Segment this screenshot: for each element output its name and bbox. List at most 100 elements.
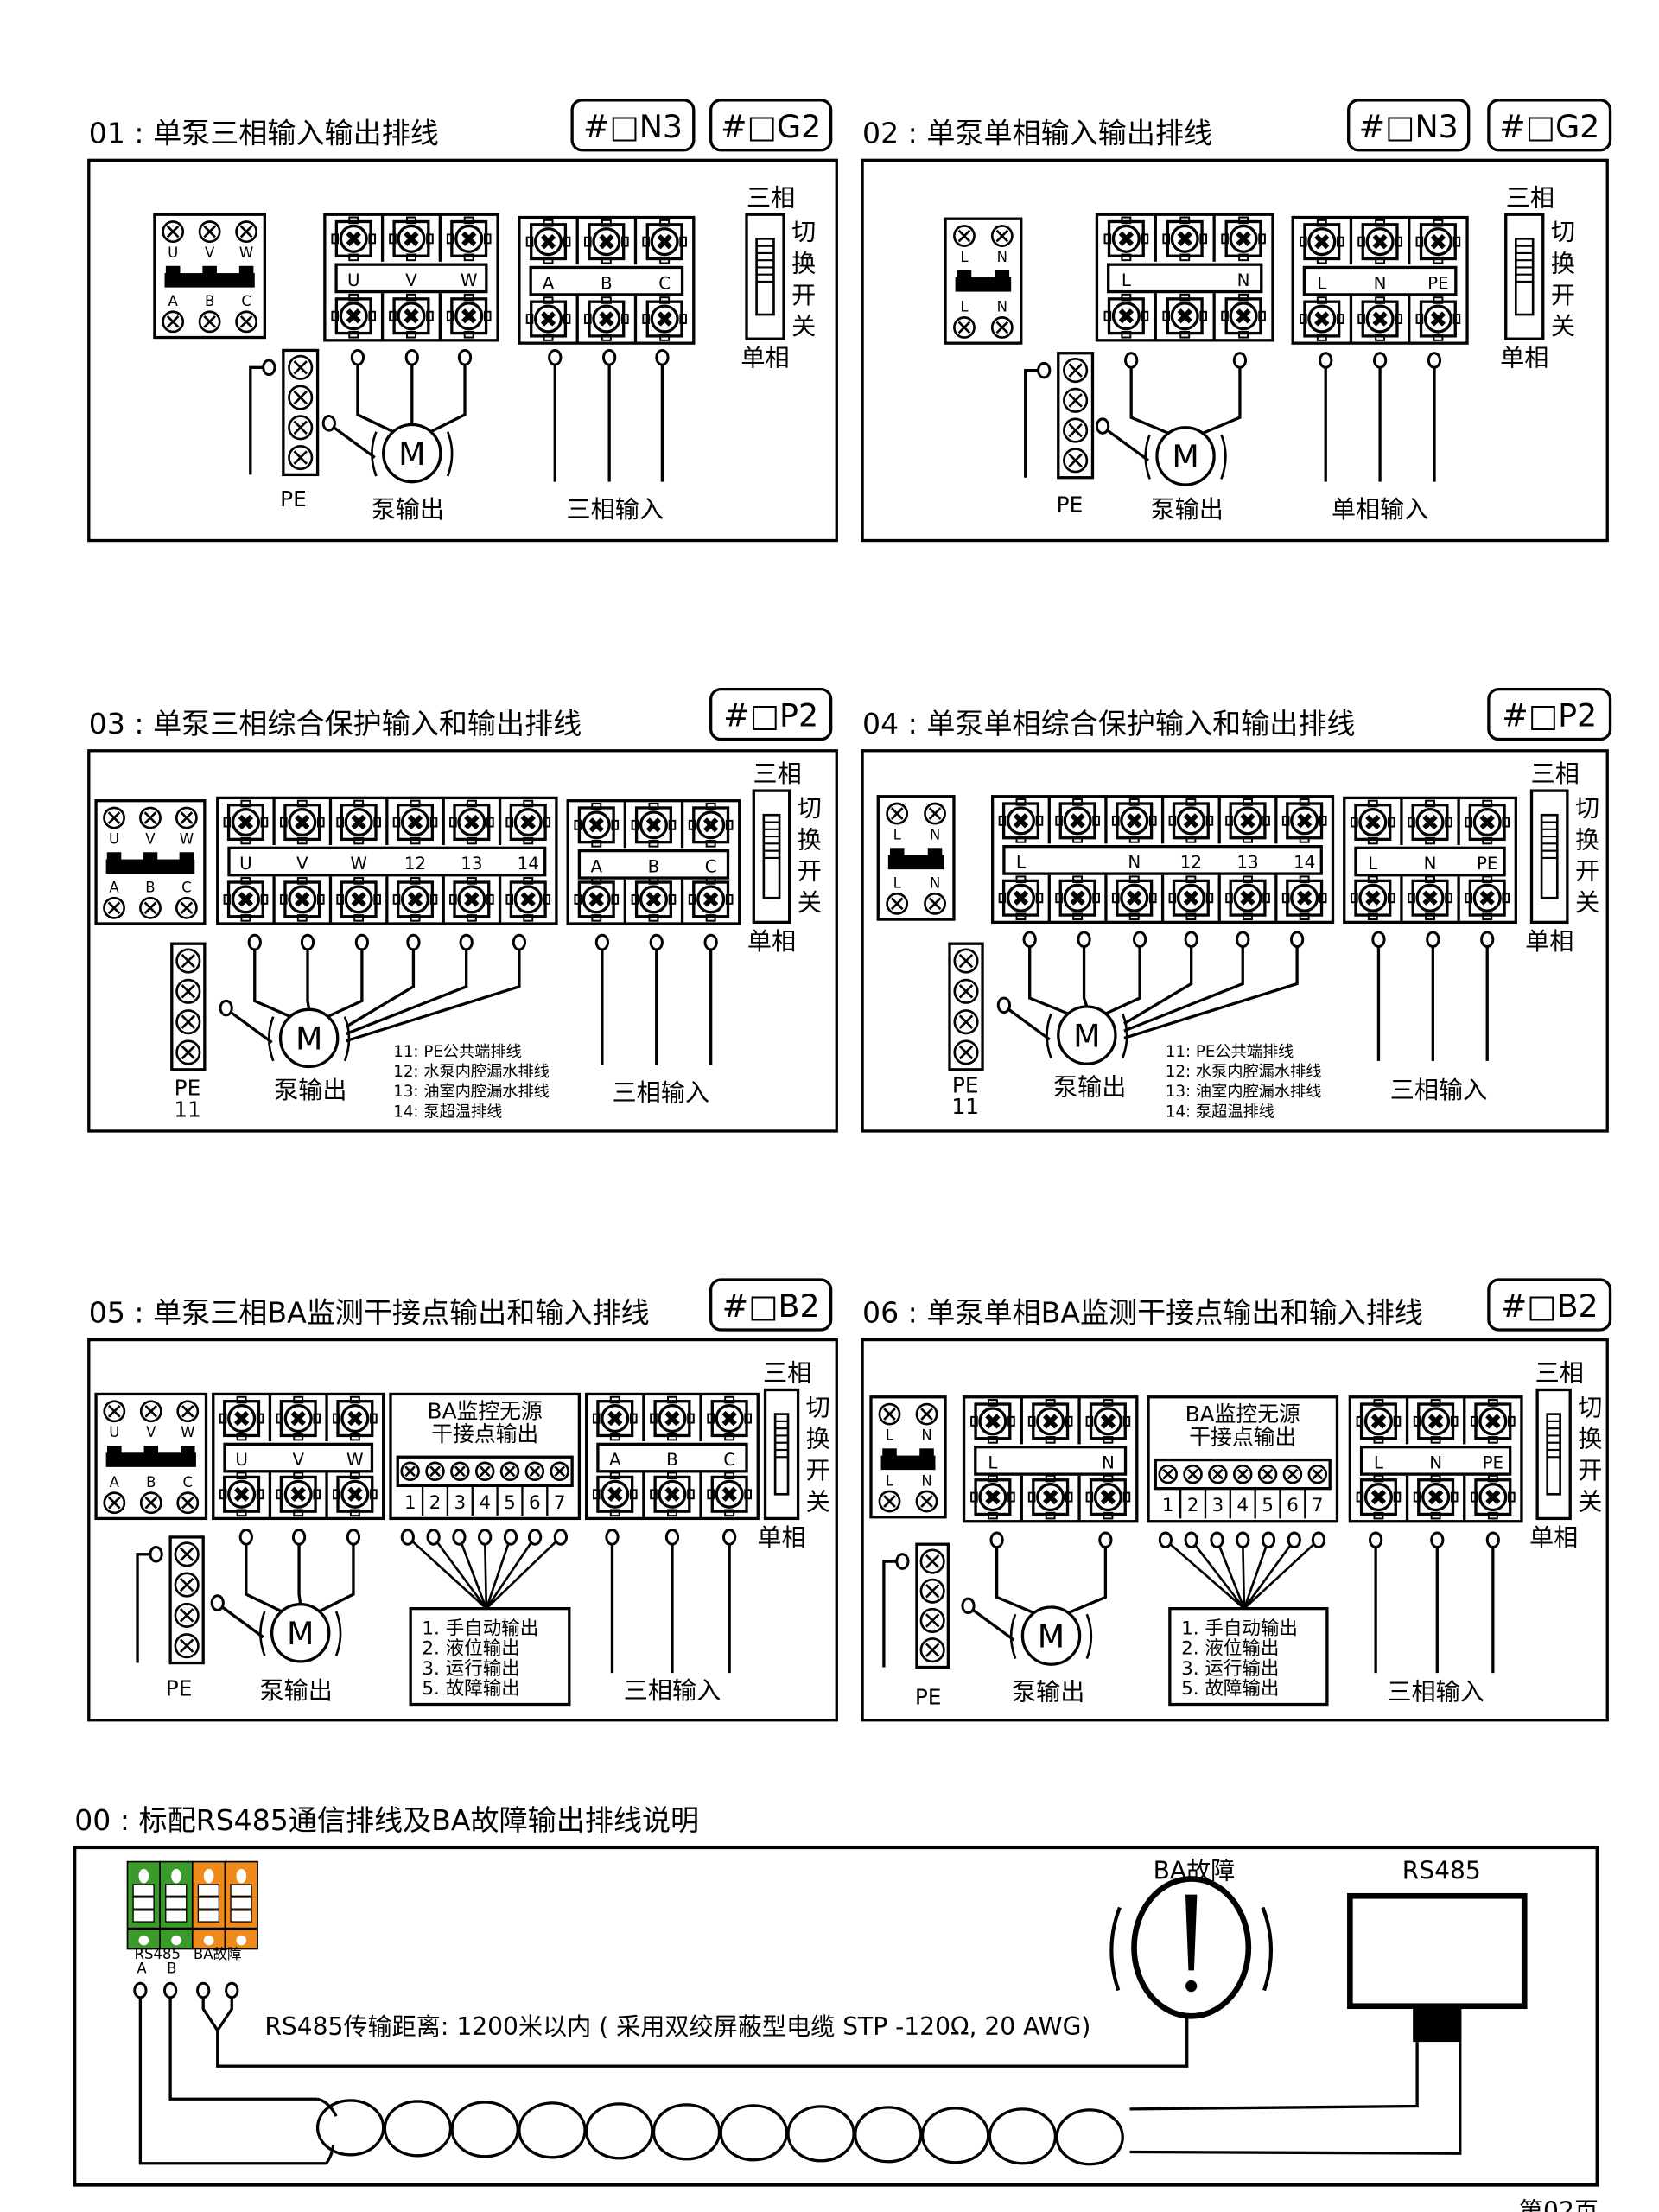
screw-icon [288,415,314,441]
terminal-label: 13 [461,854,482,874]
rs485-device-label: RS485 [1402,1856,1481,1885]
ring-terminal [1210,1531,1224,1548]
ring-terminal [996,996,1011,1014]
pe-terminal-strip [1024,352,1095,480]
screw-icon [331,293,377,339]
screw-icon [175,896,198,919]
ring-terminal [346,1529,361,1546]
switch-label-single-phase: 单相 [747,927,796,956]
screw-icon [1356,1399,1402,1444]
ba-terminal-number: 1 [404,1492,416,1514]
switch-label-three-phase: 三相 [1531,760,1580,788]
screw-icon [1471,1474,1516,1520]
terminal-label: L [1016,852,1026,872]
screw-icon [1183,1464,1203,1484]
ba-terminal-label: BA故障 [194,1946,242,1962]
ring-terminal [1371,931,1386,948]
ring-terminal [300,933,315,951]
screw-icon [198,220,221,243]
screw-icon [139,1491,162,1515]
screw-icon [998,798,1044,843]
screw-icon [970,1474,1015,1520]
input-label: 单相输入 [1332,495,1429,524]
screw-icon [970,1399,1015,1444]
terminal-label: V [405,270,417,290]
badge-label: #□B2 [1501,1287,1599,1325]
input-wires [605,1529,737,1674]
breaker-bar [105,1452,196,1467]
pe-label: PE [280,486,307,512]
screw-icon [688,803,734,848]
screw-icon [1408,875,1452,921]
ring-terminal [1236,931,1250,948]
model-badge: #□P2 [709,687,833,741]
screw-icon [1356,1474,1402,1520]
ring-terminal [1287,1531,1301,1548]
panel-title: 02 : 单泵单相输入输出排线 [862,116,1212,149]
ring-terminal [262,359,276,377]
badge-label: #□B2 [722,1287,820,1325]
screw-icon [176,1400,200,1423]
ring-terminal [1184,931,1198,948]
screw-icon [175,806,198,830]
switch-label: 关 [1575,888,1599,917]
switch-label: 换 [1575,825,1599,854]
terminal-label: U [235,1450,248,1470]
screw-icon [878,1490,901,1513]
screw-icon [174,1602,200,1628]
breaker-label: A [168,293,179,309]
legend-item: 3. 运行输出 [422,1658,519,1680]
breaker-label: U [109,1424,119,1440]
legend-item: 3. 运行输出 [1181,1658,1279,1680]
pe-terminal-strip [170,942,207,1071]
terminal-label: L [1122,270,1131,290]
screw-icon [175,948,201,974]
screw-icon [336,877,381,922]
model-badge: #□B2 [1487,1278,1612,1332]
terminal-label: N [1102,1452,1115,1472]
screw-icon [175,1009,201,1035]
badge-label: #□N3 [583,108,683,145]
ring-terminal [1037,361,1052,379]
ring-terminal [459,933,474,951]
legend-item: 2. 液位输出 [1181,1638,1279,1660]
terminal-label: 14 [518,854,539,874]
screw-icon [449,877,494,922]
screw-icon [1063,417,1089,443]
screw-icon [1103,293,1149,339]
badge-label: #□P2 [723,697,818,734]
switch-label: 开 [1575,857,1599,886]
ring-terminal [225,1981,239,1999]
ring-terminal [1098,1531,1113,1548]
input-label: 三相输入 [624,1676,721,1705]
screw-icon [235,310,258,334]
screw-icon [1055,875,1100,921]
ba-terminal-number: 3 [1212,1495,1224,1516]
screw-icon [1063,358,1089,384]
screw-icon [998,875,1044,921]
ba-title: BA监控无源 [428,1399,543,1424]
ring-terminal [989,1531,1004,1548]
input-wires [594,933,718,1065]
model-badge: #□G2 [709,99,833,152]
switch-label-single-phase: 单相 [741,344,789,372]
screw-icon [276,1471,321,1517]
legend-item: 12: 水泵内腔漏水排线 [1166,1063,1322,1081]
screw-icon [1357,296,1402,341]
switch-label: 开 [1578,1456,1602,1484]
screw-icon [279,877,325,922]
screw-icon [631,877,677,922]
screw-icon [1103,216,1149,262]
switch-label: 换 [1551,249,1575,277]
screw-icon [392,877,438,922]
screw-icon [1168,798,1214,843]
input-label: 三相输入 [1387,1678,1484,1707]
screw-icon [176,1491,200,1515]
screw-icon [574,877,620,922]
